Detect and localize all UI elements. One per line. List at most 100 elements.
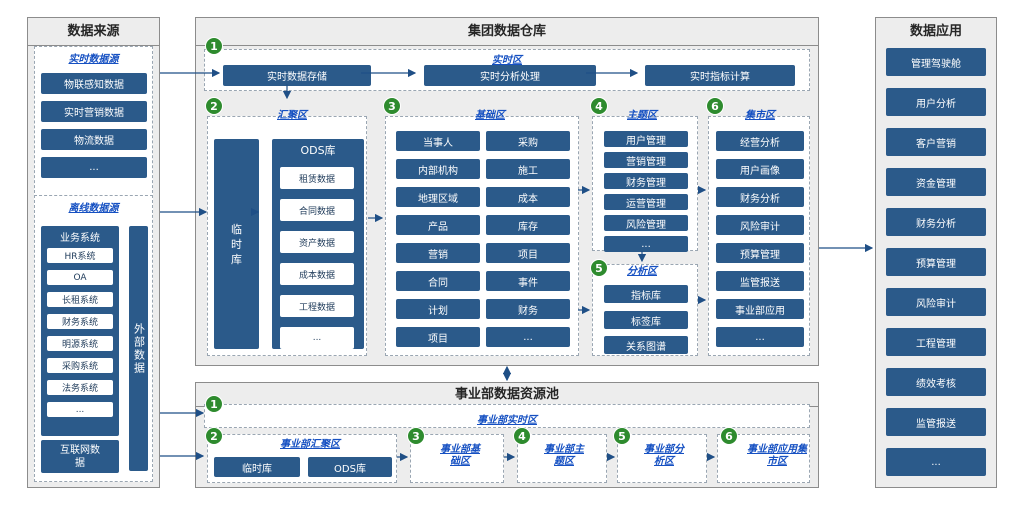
source-logistics: 物流数据: [41, 129, 147, 150]
mart-business-analysis: 经营分析: [716, 131, 804, 151]
mart-risk-audit: 风险审计: [716, 215, 804, 235]
pool-step-4: 4: [513, 427, 531, 445]
data-sources-panel: 数据来源 实时数据源 物联感知数据 实时营销数据 物流数据 ... 离线数据源 …: [27, 17, 160, 488]
system-oa: OA: [47, 270, 113, 285]
warehouse-step-2: 2: [205, 97, 223, 115]
analysis-metrics-lib: 指标库: [604, 285, 688, 303]
group-warehouse-panel: 集团数据仓库 实时区 实时数据存储 实时分析处理 实时指标计算 临时库 ODS库…: [195, 17, 819, 366]
base-zone: 当事人 采购 内部机构 施工 地理区域 成本 产品 库存 营销 项目 合同 事件…: [385, 116, 579, 356]
pool-step-6: 6: [720, 427, 738, 445]
theme-more: ...: [604, 236, 688, 252]
mart-zone-title: 集市区: [745, 110, 775, 121]
division-temp-db: 临时库: [214, 457, 300, 477]
offline-sources-title: 离线数据源: [68, 203, 119, 214]
mart-more: ...: [716, 327, 804, 347]
app-risk-audit: 风险审计: [886, 288, 986, 316]
offline-sources-zone: 离线数据源 业务系统 HR系统 OA 长租系统 财务系统 明源系统 采购系统 法…: [34, 195, 153, 482]
realtime-metrics: 实时指标计算: [645, 65, 795, 86]
app-user-analysis: 用户分析: [886, 88, 986, 116]
source-more: ...: [41, 157, 147, 178]
theme-marketing-mgmt: 营销管理: [604, 152, 688, 168]
business-systems-title: 业务系统: [60, 233, 100, 244]
theme-ops-mgmt: 运营管理: [604, 194, 688, 210]
app-customer-marketing: 客户营销: [886, 128, 986, 156]
mart-division-app: 事业部应用: [716, 299, 804, 319]
external-data: 外部数据: [129, 226, 148, 471]
system-more: ...: [47, 402, 113, 417]
app-budget-mgmt: 预算管理: [886, 248, 986, 276]
base-contract: 合同: [396, 271, 480, 291]
source-realtime-marketing: 实时营销数据: [41, 101, 147, 122]
division-convergence-title: 事业部汇聚区: [280, 439, 340, 450]
division-base-zone: [410, 434, 504, 483]
realtime-sources-title: 实时数据源: [68, 54, 119, 65]
temp-db: 临时库: [214, 139, 259, 349]
base-internal-org: 内部机构: [396, 159, 480, 179]
realtime-processing: 实时分析处理: [424, 65, 596, 86]
system-mingyuan: 明源系统: [47, 336, 113, 351]
app-finance-analysis: 财务分析: [886, 208, 986, 236]
realtime-storage: 实时数据存储: [223, 65, 371, 86]
base-inventory: 库存: [486, 215, 570, 235]
app-engineering-mgmt: 工程管理: [886, 328, 986, 356]
warehouse-step-1: 1: [205, 37, 223, 55]
data-apps-title: 数据应用: [909, 24, 962, 39]
business-systems-group: 业务系统 HR系统 OA 长租系统 财务系统 明源系统 采购系统 法务系统 ..…: [41, 226, 119, 436]
pool-step-5: 5: [613, 427, 631, 445]
base-construction: 施工: [486, 159, 570, 179]
analysis-zone-title: 分析区: [627, 266, 657, 277]
warehouse-step-3: 3: [383, 97, 401, 115]
analysis-zone: 指标库 标签库 关系图谱: [592, 264, 698, 356]
app-dashboard: 管理驾驶舱: [886, 48, 986, 76]
division-convergence-zone: 临时库 ODS库: [207, 434, 397, 483]
base-cost: 成本: [486, 187, 570, 207]
division-theme-title: 事业部主题区: [544, 444, 584, 467]
base-finance: 财务: [486, 299, 570, 319]
theme-finance-mgmt: 财务管理: [604, 173, 688, 189]
base-event: 事件: [486, 271, 570, 291]
base-product: 产品: [396, 215, 480, 235]
ods-engineering: 工程数据: [280, 295, 354, 317]
pool-step-1: 1: [205, 395, 223, 413]
base-more: ...: [486, 327, 570, 347]
internet-data: 互联网数据: [41, 440, 119, 473]
division-realtime-title: 事业部实时区: [477, 415, 537, 426]
ods-contract: 合同数据: [280, 199, 354, 221]
division-analysis-title: 事业部分析区: [644, 444, 684, 467]
app-more: ...: [886, 448, 986, 476]
warehouse-step-6: 6: [706, 97, 724, 115]
ods-db: ODS库 租赁数据 合同数据 资产数据 成本数据 工程数据 ...: [272, 139, 364, 349]
theme-zone: 用户管理 营销管理 财务管理 运营管理 风险管理 ...: [592, 116, 698, 252]
base-marketing: 营销: [396, 243, 480, 263]
pool-step-2: 2: [205, 427, 223, 445]
mart-user-profile: 用户画像: [716, 159, 804, 179]
group-warehouse-title: 集团数据仓库: [196, 18, 818, 46]
theme-user-mgmt: 用户管理: [604, 131, 688, 147]
division-pool-panel: 事业部数据资源池 事业部实时区 临时库 ODS库: [195, 382, 819, 488]
theme-zone-title: 主题区: [627, 110, 657, 121]
division-mart-title: 事业部应用集市区: [747, 444, 807, 467]
pool-step-3: 3: [407, 427, 425, 445]
analysis-tag-lib: 标签库: [604, 311, 688, 329]
base-project-2: 项目: [396, 327, 480, 347]
base-project: 项目: [486, 243, 570, 263]
data-apps-panel: 数据应用 管理驾驶舱 用户分析 客户营销 资金管理 财务分析 预算管理 风险审计…: [875, 17, 997, 488]
ods-title: ODS库: [300, 144, 336, 157]
source-iot: 物联感知数据: [41, 73, 147, 94]
system-long-rent: 长租系统: [47, 292, 113, 307]
mart-budget-mgmt: 预算管理: [716, 243, 804, 263]
division-base-title: 事业部基础区: [440, 444, 480, 467]
ods-cost: 成本数据: [280, 263, 354, 285]
mart-regulatory: 监管报送: [716, 271, 804, 291]
system-hr: HR系统: [47, 248, 113, 263]
convergence-zone: 临时库 ODS库 租赁数据 合同数据 资产数据 成本数据 工程数据 ...: [207, 116, 367, 356]
warehouse-step-4: 4: [590, 97, 608, 115]
realtime-zone: 实时区 实时数据存储 实时分析处理 实时指标计算: [204, 49, 810, 91]
base-party: 当事人: [396, 131, 480, 151]
data-sources-title: 数据来源: [28, 18, 159, 46]
ods-asset: 资产数据: [280, 231, 354, 253]
realtime-sources-zone: 实时数据源 物联感知数据 实时营销数据 物流数据 ...: [34, 46, 153, 198]
base-purchase: 采购: [486, 131, 570, 151]
division-ods-db: ODS库: [308, 457, 392, 477]
theme-risk-mgmt: 风险管理: [604, 215, 688, 231]
